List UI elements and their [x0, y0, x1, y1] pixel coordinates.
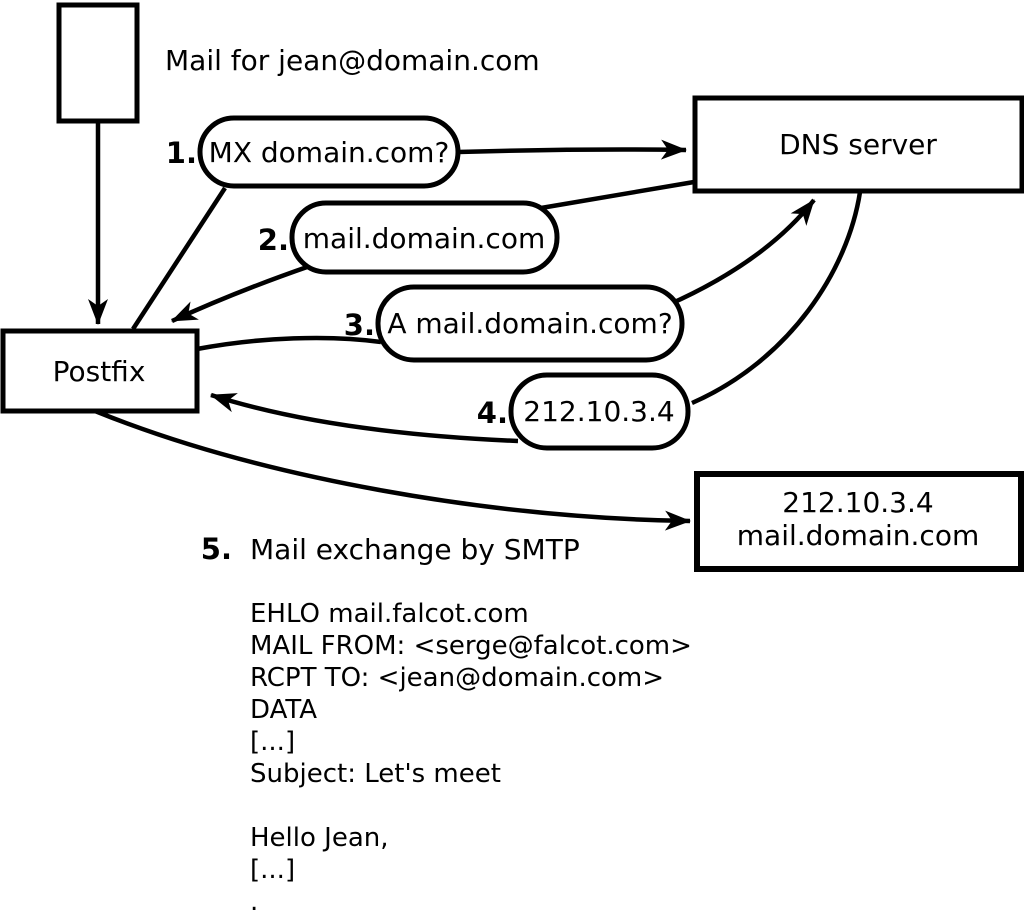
step1-number: 1.: [166, 136, 197, 170]
query1-label: MX domain.com?: [209, 136, 450, 169]
envelope-shape: [56, 2, 140, 124]
query1-pill: [197, 115, 461, 189]
step3-number: 3.: [344, 308, 375, 342]
arrow-reply2-to-postfix: [171, 263, 311, 324]
postfix-label: Postfix: [53, 355, 146, 388]
arrow-query1-to-dns: [457, 139, 687, 160]
mail-note-label: Mail for jean@domain.com: [165, 44, 540, 77]
line-dns-to-reply4: [691, 191, 863, 406]
smtp-session-transcript: EHLO mail.falcot.com MAIL FROM: <serge@f…: [250, 599, 692, 917]
line-postfix-to-query3: [196, 335, 382, 352]
reply4-pill: [508, 372, 691, 451]
arrow-query3-to-dns: [667, 198, 816, 308]
query3-pill: [375, 284, 685, 363]
reply4-label: 212.10.3.4: [523, 395, 674, 428]
query3-label: A mail.domain.com?: [387, 307, 672, 340]
step5-number: 5.: [201, 532, 232, 566]
arrow-reply4-to-postfix: [210, 392, 519, 444]
step4-number: 4.: [477, 396, 508, 430]
dns-server-label: DNS server: [779, 128, 937, 161]
line-postfix-to-query1: [131, 186, 227, 331]
mailserver-host-label: mail.domain.com: [737, 519, 979, 552]
reply2-pill: [289, 200, 560, 275]
step2-number: 2.: [258, 223, 289, 257]
step5-label: Mail exchange by SMTP: [250, 533, 580, 566]
line-dns-to-reply2: [540, 179, 695, 211]
arrow-postfix-to-mailserver: [94, 408, 691, 531]
mailserver-box: [694, 471, 1024, 572]
mailserver-ip-label: 212.10.3.4: [782, 486, 933, 519]
dns-server-box: [692, 95, 1024, 194]
reply2-label: mail.domain.com: [303, 222, 545, 255]
postfix-box: [0, 328, 200, 414]
